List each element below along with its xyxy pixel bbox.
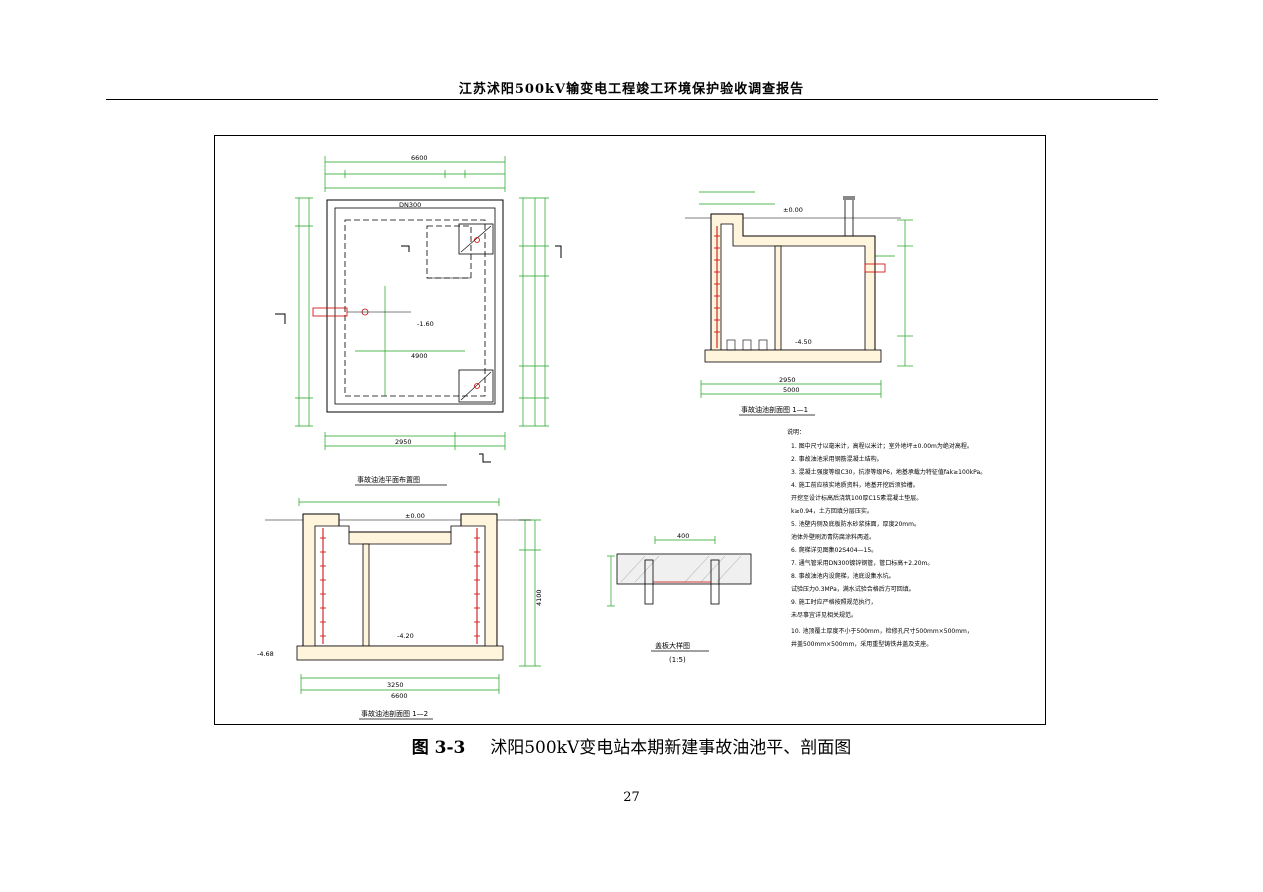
detail-dimension-lines [607,536,716,607]
note-line: 7. 通气管采用DN300镀锌钢管，管口标高+2.20m。 [791,559,933,567]
section-1-2-dim-height: 4100 [535,589,543,606]
plan-title: 事故油池平面布置图 [357,475,420,484]
section-1-2-title: 事故油池剖面图 1—2 [361,709,428,718]
section-1-1-ladder-rungs [714,235,720,333]
note-line: 4. 施工前应核实地质资料，地基开挖后须验槽。 [791,481,919,489]
section-1-2-dimension-lines [298,498,541,694]
header-rule [106,99,1158,100]
detail-dim-width: 400 [677,532,689,540]
note-line: 9. 施工时应严格按照规范执行， [791,598,877,606]
detail-title: 盖板大样图 [655,641,690,650]
section-1-1-elev-top: ±0.00 [783,206,803,214]
engineering-drawing-figure: 6600 4900 2950 DN300 -1.60 事故油池平面布置图 [214,135,1046,725]
cover-detail-view: 400 盖板大样图 (1:5) [607,532,752,664]
page-number: 27 [623,790,640,805]
note-line: 8. 事故油池内设爬梯，池底设集水坑。 [791,572,895,580]
drawing-notes: 说明： 1. 图中尺寸以毫米计，高程以米计；室外地坪±0.00m为绝对高程。 2… [787,428,986,648]
plan-dim-left: 2950 [395,438,412,446]
section-1-2-elev-water: -4.20 [397,632,414,640]
figure-caption-number: 图 3-3 [411,738,466,758]
section-1-2-ladder-rungs [320,537,480,637]
note-line: 1. 图中尺寸以毫米计，高程以米计；室外地坪±0.00m为绝对高程。 [791,442,973,450]
section-1-2-dim-total: 6600 [391,692,408,700]
note-line: 井盖500mm×500mm，采用重型铸铁井盖及支座。 [791,640,932,648]
section-1-1-elev: -4.50 [795,338,812,346]
detail-scale: (1:5) [669,656,686,664]
note-line: k≥0.94，土方回填分层压实。 [791,507,873,515]
note-line: 未尽事宜详见相关规范。 [791,611,857,619]
plan-dim-total: 6600 [411,154,428,162]
drawing-canvas: 6600 4900 2950 DN300 -1.60 事故油池平面布置图 [257,154,986,720]
note-line: 10. 池顶覆土厚度不小于500mm，检修孔尺寸500mm×500mm， [791,627,973,635]
detail-hatch [620,555,742,583]
notes-heading: 说明： [787,428,805,436]
section-1-2-elev-bottom: -4.68 [257,650,274,658]
note-line: 池体外壁刷沥青防腐涂料两道。 [791,533,875,541]
note-line: 6. 爬梯详见图集02S404—15。 [791,546,877,554]
section-1-2-dim-mid: 3250 [387,681,404,689]
section-1-2-view: ±0.00 -4.68 -4.20 3250 6600 4100 事故油池剖面图… [257,498,543,720]
plan-dimension-lines [295,156,549,450]
figure-caption: 图 3-3 沭阳500kV变电站本期新建事故油池平、剖面图 [0,733,1263,758]
section-1-1-title: 事故油池剖面图 1—1 [741,405,808,414]
note-line: 试验压力0.3MPa，满水试验合格后方可回填。 [791,585,915,593]
note-line: 开挖至设计标高后浇筑100厚C15素混凝土垫层。 [791,494,922,502]
figure-caption-text: 沭阳500kV变电站本期新建事故油池平、剖面图 [490,738,852,758]
section-1-1-dim-mid: 2950 [779,376,796,384]
note-line: 5. 池壁内侧及底板防水砂浆抹面，厚度20mm。 [791,520,920,528]
plan-dim-inner: 4900 [411,352,428,360]
section-1-1-dimension-lines [699,191,913,398]
page-header-title: 江苏沭阳500kV输变电工程竣工环境保护验收调查报告 [458,82,805,97]
note-line: 2. 事故油池采用钢筋混凝土结构。 [791,455,883,463]
section-1-1-dim-total: 5000 [783,386,800,394]
section-1-2-elev-top: ±0.00 [405,512,425,520]
note-line: 3. 混凝土强度等级C30，抗渗等级P6，地基承载力特征值fak≥100kPa。 [791,468,986,476]
plan-view: 6600 4900 2950 DN300 -1.60 事故油池平面布置图 [275,154,562,486]
plan-label-pipe: DN300 [399,201,421,209]
plan-label-elev: -1.60 [417,320,434,328]
section-1-1-view: ±0.00 -4.50 2950 5000 事故油池剖面图 1—1 [685,191,913,416]
